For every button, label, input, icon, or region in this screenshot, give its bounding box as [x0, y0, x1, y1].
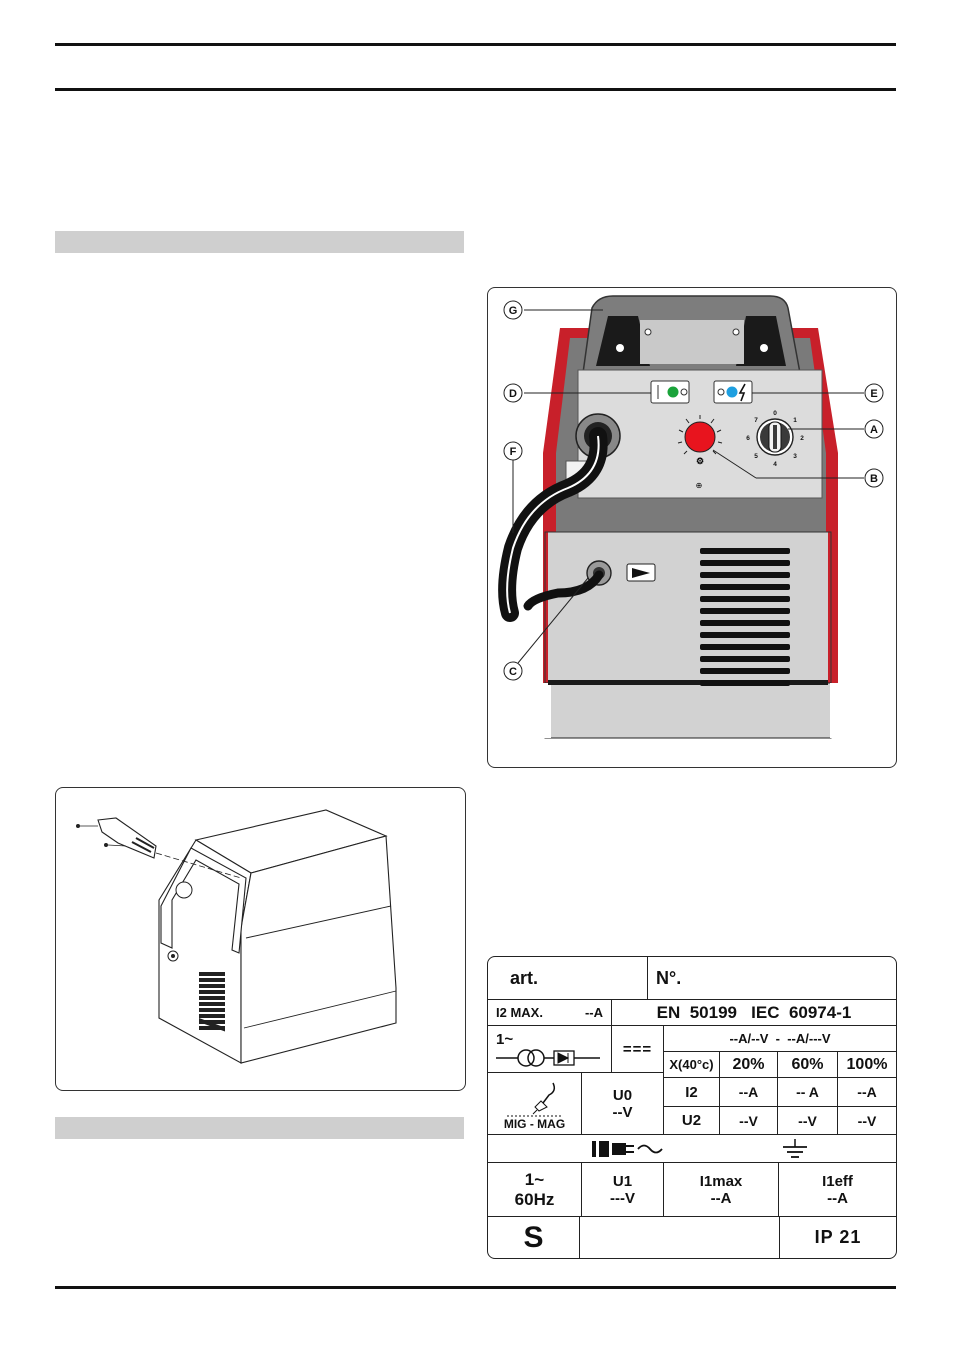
plate-supply-phase: 1~ — [524, 1169, 545, 1189]
plate-u1-value: ---V — [610, 1189, 635, 1207]
plate-standard: EN 50199 IEC 60974-1 — [656, 1002, 852, 1022]
transformer-rectifier-icon — [496, 1048, 600, 1067]
machine-front-drawing: ⚙ ⊕ 0 1 2 3 4 5 6 7 — [498, 295, 884, 739]
plate-ip-rating: IP 21 — [814, 1227, 862, 1247]
plate-s-mark-cell: S — [488, 1217, 580, 1258]
plate-i2-100: --A — [857, 1084, 877, 1100]
plate-i2-100-cell: --A — [838, 1078, 896, 1107]
plate-i2-20: --A — [738, 1084, 759, 1100]
plate-i2-label-cell: I2 — [664, 1078, 720, 1107]
earth-symbol-icon — [783, 1139, 807, 1158]
top-rule — [55, 43, 896, 46]
plate-duty-label-cell: X(40°c) — [664, 1052, 720, 1078]
callout-e: E — [870, 388, 877, 400]
plate-ip-cell: IP 21 — [780, 1217, 896, 1258]
callout-a: A — [870, 424, 878, 436]
header-rule — [55, 88, 896, 91]
plate-u2-20: --V — [739, 1112, 758, 1129]
plate-u0-cell: U0 --V — [582, 1073, 664, 1135]
svg-text:⚙: ⚙ — [696, 456, 704, 466]
dial-number: 6 — [746, 435, 750, 442]
plate-duty-60-cell: 60% — [778, 1052, 838, 1078]
plate-i1max-cell: I1max --A — [664, 1163, 779, 1217]
plate-serial-cell: N°. — [648, 957, 896, 1000]
machine-front-figure: ⚙ ⊕ 0 1 2 3 4 5 6 7 — [487, 287, 897, 768]
plate-serial-label: N°. — [656, 967, 682, 988]
plate-phase: 1~ — [496, 1030, 514, 1048]
rating-plate: art. N°. I2 MAX. --A EN 50199 IEC 60974-… — [487, 956, 897, 1259]
plate-duty-60: 60% — [791, 1055, 824, 1073]
plate-i1max-value: --A — [710, 1189, 732, 1207]
plate-duty-label: X(40°c) — [669, 1057, 714, 1072]
dial-number: 1 — [793, 417, 797, 424]
plate-u2-label: U2 — [681, 1112, 702, 1129]
plate-i1eff-cell: I1eff --A — [779, 1163, 896, 1217]
section-heading-bar-2 — [55, 1117, 464, 1139]
plate-duty-20: 20% — [732, 1055, 765, 1073]
plate-u0-value: --V — [612, 1103, 633, 1121]
plate-range-cell: --A/--V - --A/---V — [664, 1026, 896, 1052]
plate-i2-20-cell: --A — [720, 1078, 778, 1107]
thermal-led — [667, 386, 679, 398]
callout-g: G — [509, 305, 518, 317]
plate-art-label: art. — [510, 967, 539, 988]
plate-blank-cell — [580, 1217, 780, 1258]
plate-u2-label-cell: U2 — [664, 1107, 720, 1135]
callout-d: D — [509, 388, 517, 400]
dial-number: 4 — [773, 461, 777, 468]
plate-duty-100: 100% — [846, 1055, 888, 1073]
plate-i1eff-value: --A — [827, 1189, 848, 1207]
plate-u2-60: --V — [798, 1112, 817, 1129]
plate-i2max-label: I2 MAX. — [496, 1005, 543, 1020]
plate-u1-cell: U1 ---V — [582, 1163, 664, 1217]
dial-number: 7 — [754, 417, 758, 424]
plate-art-cell: art. — [488, 957, 648, 1000]
plate-dc-cell: === — [612, 1026, 664, 1073]
plate-i2max-cell: I2 MAX. --A — [488, 1000, 612, 1026]
callout-b: B — [870, 473, 878, 485]
plate-i2-label: I2 — [685, 1083, 698, 1101]
plate-dc-symbol: === — [622, 1040, 653, 1058]
plate-u2-20-cell: --V — [720, 1107, 778, 1135]
plate-supply-symbol-row — [488, 1135, 896, 1163]
plate-u1-label: U1 — [612, 1172, 633, 1190]
plate-transformer-cell: 1~ — [488, 1026, 612, 1073]
plate-i2-60-cell: -- A — [778, 1078, 838, 1107]
mig-torch-icon — [506, 1082, 563, 1117]
plate-standard-cell: EN 50199 IEC 60974-1 — [612, 1000, 896, 1026]
dial-number: 0 — [773, 410, 777, 417]
voltage-selector-switch[interactable] — [756, 418, 794, 456]
svg-text:⊕: ⊕ — [696, 481, 703, 490]
section-heading-bar-1 — [55, 231, 464, 253]
plate-range: --A/--V - --A/---V — [729, 1031, 831, 1046]
wire-speed-knob[interactable]: ⚙ — [677, 415, 723, 466]
mains-plug-icon — [592, 1141, 663, 1157]
plate-duty-100-cell: 100% — [838, 1052, 896, 1078]
plate-u2-60-cell: --V — [778, 1107, 838, 1135]
plate-process-cell: MIG - MAG — [488, 1073, 582, 1135]
dial-number: 3 — [793, 453, 797, 460]
plate-i1max-label: I1max — [699, 1172, 743, 1190]
power-led — [726, 386, 738, 398]
plate-i2-60: -- A — [796, 1084, 819, 1100]
footer-rule — [55, 1286, 896, 1289]
dial-number: 2 — [800, 435, 804, 442]
plate-s-mark: S — [523, 1220, 544, 1254]
handle-mounting-drawing — [76, 809, 397, 1064]
dial-number: 5 — [754, 453, 758, 460]
handle-mounting-figure — [55, 787, 466, 1091]
plate-supply-cell: 1~ 60Hz — [488, 1163, 582, 1217]
plate-u0-label: U0 — [612, 1086, 633, 1104]
plate-u2-100-cell: --V — [838, 1107, 896, 1135]
plate-supply-freq: 60Hz — [514, 1189, 555, 1209]
plate-process: MIG - MAG — [503, 1117, 566, 1131]
plate-i1eff-label: I1eff — [822, 1172, 853, 1190]
plate-duty-20-cell: 20% — [720, 1052, 778, 1078]
plate-i2max-value: --A — [584, 1005, 603, 1020]
callout-c: C — [509, 666, 517, 678]
plate-u2-100: --V — [857, 1112, 877, 1129]
callout-f: F — [510, 446, 517, 458]
